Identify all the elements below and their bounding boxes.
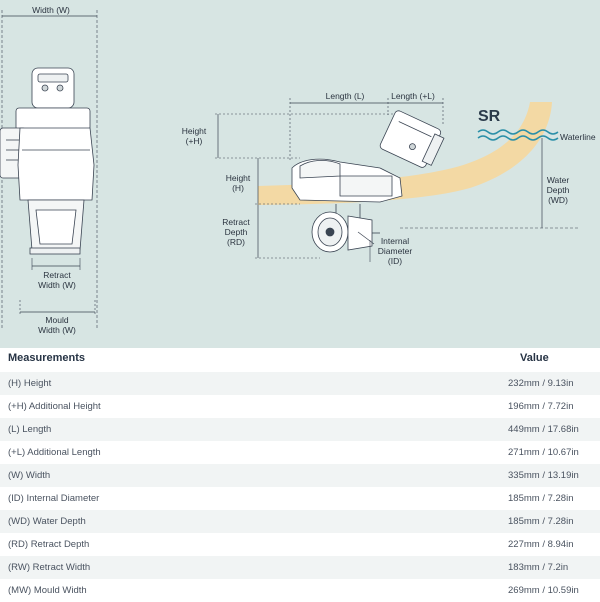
measurement-value: 227mm / 8.94in <box>508 539 574 550</box>
measurement-name: (RW) Retract Width <box>8 562 91 573</box>
measurements-column-header: Measurements <box>8 352 86 364</box>
height-label-line2: (H) <box>232 183 244 193</box>
table-row: (L) Length 449mm / 17.68in <box>0 418 600 441</box>
hull-shape <box>258 102 552 205</box>
measurement-name: (WD) Water Depth <box>8 516 86 527</box>
measurement-value: 271mm / 10.67in <box>508 447 579 458</box>
table-row: (RW) Retract Width 183mm / 7.2in <box>0 556 600 579</box>
waterline-waves <box>477 129 559 141</box>
height-add-label-line2: (+H) <box>185 136 203 146</box>
measurement-value: 183mm / 7.2in <box>508 562 569 573</box>
brand-logo-sr: SR <box>478 108 501 125</box>
table-row: (WD) Water Depth 185mm / 7.28in <box>0 510 600 533</box>
dimension-diagram: Width (W) Retract Width (W) Mould Width … <box>0 0 600 348</box>
table-row: (+L) Additional Length 271mm / 10.67in <box>0 441 600 464</box>
measurement-name: (MW) Mould Width <box>8 585 87 596</box>
measurement-value: 185mm / 7.28in <box>508 493 574 504</box>
measurement-name: (+L) Additional Length <box>8 447 101 458</box>
water-depth-label-line3: (WD) <box>548 195 568 205</box>
length-label: Length (L) <box>325 91 365 101</box>
measurement-value: 232mm / 9.13in <box>508 378 574 389</box>
internal-diameter-label-line1: Internal <box>380 236 410 246</box>
height-add-label-line1: Height <box>181 126 207 136</box>
waterline-label: Waterline <box>560 132 596 142</box>
internal-diameter-label-line3: (ID) <box>387 256 403 266</box>
retract-depth-label-line1: Retract <box>222 217 250 227</box>
width-label: Width (W) <box>32 5 70 15</box>
table-row: (RD) Retract Depth 227mm / 8.94in <box>0 533 600 556</box>
water-depth-label-line1: Water <box>546 175 570 185</box>
table-row: (H) Height 232mm / 9.13in <box>0 372 600 395</box>
value-column-header: Value <box>520 352 549 364</box>
table-row: (W) Width 335mm / 13.19in <box>0 464 600 487</box>
measurement-value: 269mm / 10.59in <box>508 585 579 596</box>
measurement-name: (L) Length <box>8 424 52 435</box>
measurement-name: (H) Height <box>8 378 52 389</box>
side-view-drawing <box>215 98 580 262</box>
measurement-name: (+H) Additional Height <box>8 401 101 412</box>
measurement-name: (ID) Internal Diameter <box>8 493 100 504</box>
table-row: (MW) Mould Width 269mm / 10.59in <box>0 579 600 602</box>
measurement-value: 196mm / 7.72in <box>508 401 574 412</box>
measurements-table: Measurements Value (H) Height 232mm / 9.… <box>0 348 600 600</box>
water-depth-label-line2: Depth <box>546 185 570 195</box>
measurement-name: (W) Width <box>8 470 51 481</box>
measurement-name: (RD) Retract Depth <box>8 539 90 550</box>
retract-width-label-line1: Retract <box>43 270 71 280</box>
retract-width-label-line2: Width (W) <box>38 280 76 290</box>
retract-depth-label-line2: Depth <box>224 227 248 237</box>
length-add-label: Length (+L) <box>391 91 435 101</box>
mould-width-label-line2: Width (W) <box>38 325 76 335</box>
mould-width-label-line1: Mould <box>45 315 69 325</box>
table-row: (ID) Internal Diameter 185mm / 7.28in <box>0 487 600 510</box>
measurement-value: 335mm / 13.19in <box>508 470 579 481</box>
table-row: (+H) Additional Height 196mm / 7.72in <box>0 395 600 418</box>
table-header: Measurements Value <box>0 348 600 370</box>
front-view-drawing <box>0 10 98 330</box>
retract-depth-label-line3: (RD) <box>227 237 245 247</box>
internal-diameter-label-line2: Diameter <box>377 246 413 256</box>
diagram-graphic <box>0 10 580 330</box>
measurement-value: 185mm / 7.28in <box>508 516 574 527</box>
height-label-line1: Height <box>225 173 251 183</box>
measurement-value: 449mm / 17.68in <box>508 424 579 435</box>
